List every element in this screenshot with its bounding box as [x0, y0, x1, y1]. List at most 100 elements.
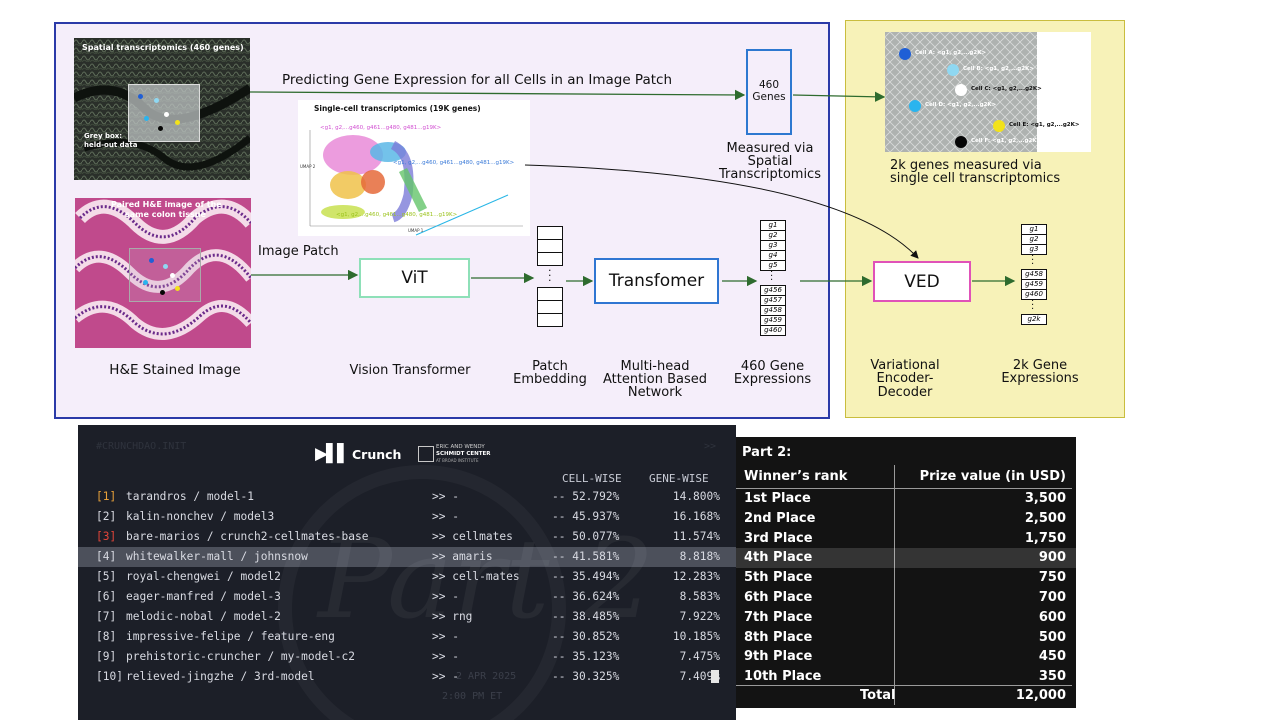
- footer-time: 2:00 PM ET: [442, 691, 503, 702]
- prize-value: 350: [1038, 669, 1066, 685]
- row-gene-wise: 16.168%: [672, 510, 720, 523]
- prize-total-line: [736, 685, 1072, 686]
- row-gene-wise: 7.922%: [679, 610, 720, 623]
- ved-caption: Variational: [870, 358, 940, 373]
- cell-label: Cell F: <g1, g2,...g2K>: [971, 138, 1042, 144]
- row-gene-wise: 10.185%: [672, 630, 720, 643]
- spatial-dot: [154, 98, 159, 103]
- row-team: >> -: [432, 670, 459, 683]
- prize-column-rank: Winner’s rank: [744, 469, 848, 484]
- header-arrow: >>: [704, 441, 717, 452]
- text-cursor: [711, 670, 719, 683]
- row-name: kalin-nonchev / model3: [126, 510, 275, 523]
- prize-total-label: Total: [860, 688, 896, 703]
- he-dot: [163, 264, 168, 269]
- row-cell-wise: -- 52.792%: [552, 490, 620, 503]
- row-name: impressive-felipe / feature-eng: [126, 630, 335, 643]
- measured-label: Spatial: [747, 154, 793, 169]
- column-header-cell: CELL-WISE: [562, 472, 622, 485]
- cells-caption: single cell transcriptomics: [890, 171, 1061, 186]
- embedding-cell: [537, 252, 563, 266]
- crunch-logo-icon: ▶▌▌: [315, 444, 350, 464]
- partner-name: ERIC AND WENDY: [436, 444, 485, 450]
- he-dot: [175, 286, 180, 291]
- row-name: whitewalker-mall / johnsnow: [126, 550, 308, 563]
- row-gene-wise: 8.818%: [679, 550, 720, 563]
- row-rank: [9]: [96, 650, 117, 663]
- prize-value: 900: [1038, 550, 1066, 566]
- prize-value: 3,500: [1024, 491, 1066, 506]
- transformer-box: Transfomer: [594, 258, 719, 304]
- umap-axis-y: UMAP 2: [300, 164, 316, 169]
- grey-box-note: Grey box:: [84, 132, 123, 140]
- arrow-umap-to-ved: [524, 164, 919, 259]
- prize-value: 450: [1038, 649, 1066, 665]
- row-team: >> rng: [432, 610, 473, 623]
- grey-box-note: held-out data: [84, 141, 138, 149]
- row-team: >> -: [432, 650, 459, 663]
- mha-caption: Attention Based: [602, 372, 708, 387]
- row-rank: [7]: [96, 610, 117, 623]
- row-rank: [8]: [96, 630, 117, 643]
- he-dot: [170, 273, 175, 278]
- row-cell-wise: -- 35.123%: [552, 650, 620, 663]
- row-rank: [4]: [96, 550, 117, 563]
- he-caption: H&E Stained Image: [109, 362, 241, 378]
- prize-place: 9th Place: [744, 649, 813, 665]
- row-rank: [3]: [96, 530, 117, 543]
- row-rank: [10]: [96, 670, 123, 683]
- spatial-transcriptomics-image: Spatial transcriptomics (460 genes) Grey…: [74, 38, 250, 180]
- prize-value: 700: [1038, 590, 1066, 605]
- mha-caption: Network: [627, 385, 683, 400]
- row-rank: [6]: [96, 590, 117, 603]
- row-cell-wise: -- 36.624%: [552, 590, 620, 603]
- output-caption: Expressions: [1001, 371, 1079, 386]
- leaderboard-row: [2]kalin-nonchev / model3>> --- 45.937%1…: [78, 507, 736, 527]
- cell-label: Cell C: <g1, g2,...g2K>: [971, 86, 1042, 92]
- umap-label: <g1, g2,...g460, g461...g480, g481...g19…: [393, 160, 515, 166]
- vit-caption: Vision Transformer: [349, 363, 471, 378]
- column-header-gene: GENE-WISE: [649, 472, 709, 485]
- prize-place: 7th Place: [744, 609, 813, 625]
- cell-dot: [909, 100, 921, 112]
- prize-place: 6th Place: [744, 590, 813, 605]
- row-cell-wise: -- 45.937%: [552, 510, 620, 523]
- single-cell-umap-panel: Single-cell transcriptomics (19K genes) …: [298, 100, 530, 236]
- gene-cell: g2k: [1021, 314, 1047, 325]
- row-cell-wise: -- 38.485%: [552, 610, 620, 623]
- he-dot: [143, 280, 148, 285]
- measured-label: Transcriptomics: [719, 167, 821, 182]
- cell-label: Cell B: <g1, g2,...g2K>: [963, 66, 1034, 72]
- gene-cell: g460: [760, 325, 786, 336]
- gene-cell: g460: [1021, 289, 1047, 300]
- row-cell-wise: -- 30.852%: [552, 630, 620, 643]
- leaderboard-row: [8]impressive-felipe / feature-eng>> ---…: [78, 627, 736, 647]
- prize-place: 8th Place: [744, 629, 813, 645]
- ellipsis-dots: ···: [1031, 296, 1035, 315]
- gene-caption: 460 Gene: [740, 359, 805, 374]
- partner-name: AT BROAD INSTITUTE: [436, 458, 479, 463]
- row-cell-wise: -- 35.494%: [552, 570, 620, 583]
- he-dot: [149, 258, 154, 263]
- he-title: Paired H&E image of the: [111, 200, 222, 209]
- prize-row: 9th Place 450: [736, 647, 1076, 667]
- cell-dot: [993, 120, 1005, 132]
- image-patch-box: [129, 248, 201, 302]
- he-stained-image: Paired H&E image of the same colon tissu…: [75, 198, 251, 348]
- umap-label: <g1, g2,...g460, g461...g480, g481...g19…: [336, 212, 458, 218]
- leaderboard-row: [10]relieved-jingzhe / 3rd-model>> --- 3…: [78, 667, 736, 687]
- row-name: royal-chengwei / model2: [126, 570, 281, 583]
- vit-box: ViT: [359, 258, 470, 298]
- row-gene-wise: 8.583%: [679, 590, 720, 603]
- row-team: >> amaris: [432, 550, 493, 563]
- ellipsis-dots: ···: [770, 267, 774, 286]
- spatial-dot: [144, 116, 149, 121]
- row-cell-wise: -- 50.077%: [552, 530, 620, 543]
